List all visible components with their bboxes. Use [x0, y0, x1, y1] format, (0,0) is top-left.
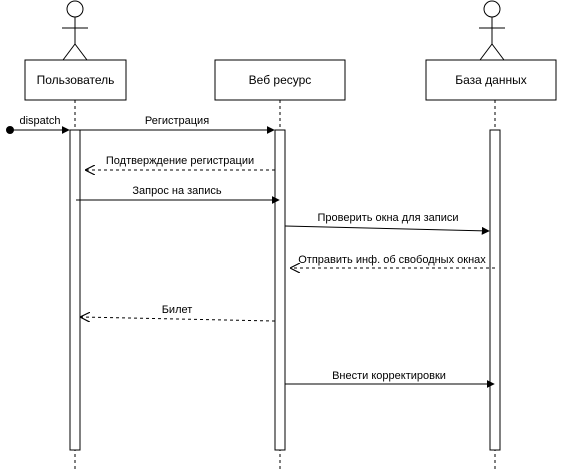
activation-web	[274, 129, 286, 451]
participant-web-label: Веб ресурс	[249, 73, 312, 87]
activation-db	[489, 129, 501, 451]
participant-db-label: База данных	[455, 73, 526, 87]
message-send-slots-info: Отправить инф. об свободных окнах	[291, 254, 495, 268]
message-check-slots-label: Проверить окна для записи	[317, 212, 458, 224]
message-dispatch-label: dispatch	[20, 115, 61, 127]
message-check-slots: Проверить окна для записи	[284, 212, 490, 235]
message-registration-label: Регистрация	[145, 115, 209, 127]
actor-user-icon	[62, 0, 88, 61]
participant-web: Веб ресурс	[214, 59, 346, 101]
message-dispatch: dispatch	[6, 115, 70, 134]
activation-user	[69, 129, 81, 451]
message-booking-request: Запрос на запись	[76, 185, 280, 204]
participant-user: Пользователь	[24, 59, 127, 101]
message-ticket-label: Билет	[162, 304, 193, 316]
message-booking-request-label: Запрос на запись	[132, 185, 222, 197]
message-registration-confirm-label: Подтверждение регистрации	[106, 155, 254, 167]
participant-db: База данных	[425, 59, 557, 101]
message-apply-corrections-label: Внести корректировки	[332, 370, 446, 382]
participant-user-label: Пользователь	[37, 73, 115, 87]
message-registration-confirm: Подтверждение регистрации	[86, 155, 275, 170]
message-apply-corrections: Внести корректировки	[285, 370, 495, 388]
message-ticket: Билет	[81, 304, 276, 321]
message-registration: Регистрация	[80, 115, 275, 134]
actor-db-icon	[479, 0, 505, 61]
message-send-slots-info-label: Отправить инф. об свободных окнах	[298, 254, 486, 266]
